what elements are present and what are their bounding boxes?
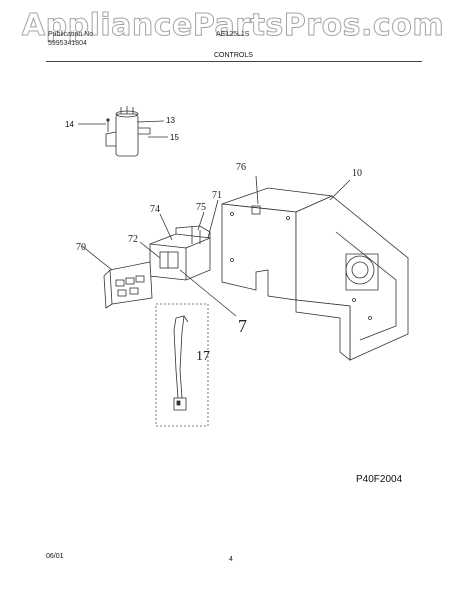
switch-assembly-part <box>149 225 211 281</box>
callout-10: 10 <box>352 168 362 179</box>
watermark-logo-text: AppliancePartsPros.com <box>21 8 445 44</box>
header-rule <box>46 61 422 62</box>
callout-72: 72 <box>128 234 138 245</box>
callout-13: 13 <box>166 116 175 125</box>
callout-70: 70 <box>76 242 86 253</box>
callout-75: 75 <box>196 202 206 213</box>
control-box-part <box>221 187 409 361</box>
diagram-code: P40F2004 <box>356 474 403 485</box>
model-number: AE125L1S <box>216 31 250 38</box>
section-title: CONTROLS <box>214 52 253 59</box>
callout-76: 76 <box>236 162 246 173</box>
wire-harness-part <box>155 303 209 427</box>
footer-page-number: 4 <box>229 556 233 563</box>
publication-number: 5995341804 <box>48 40 87 47</box>
callout-15: 15 <box>170 133 179 142</box>
capacitor-part <box>105 106 151 157</box>
callout-17: 17 <box>196 349 210 364</box>
callout-74: 74 <box>150 204 160 215</box>
callout-7: 7 <box>238 316 247 336</box>
footer-date: 06/01 <box>46 553 64 560</box>
control-panel-part <box>103 261 153 309</box>
publication-label: Publication No <box>48 31 94 38</box>
callout-14: 14 <box>65 120 74 129</box>
callout-71: 71 <box>212 190 222 201</box>
